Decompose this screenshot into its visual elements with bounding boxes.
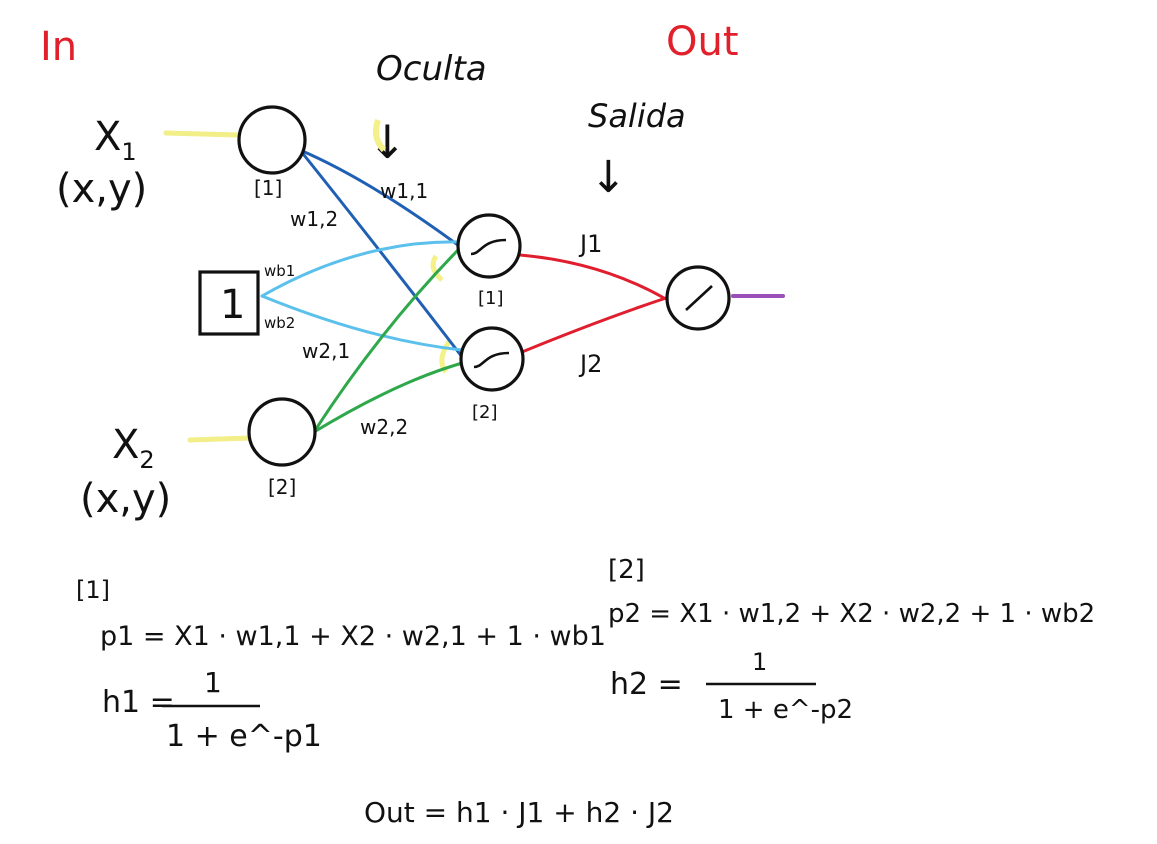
weight-label-w12: w1,2 [290, 207, 338, 231]
weight-label-j2: J2 [578, 350, 602, 378]
edge-wb2 [260, 294, 464, 352]
h2-numerator: 1 [752, 648, 767, 676]
highlight-mark-arrow [373, 119, 387, 153]
output-header: Out [666, 19, 739, 65]
output-arrow: ↓ [590, 152, 627, 203]
weight-label-j1: J1 [578, 230, 602, 258]
weight-label-w22: w2,2 [360, 415, 408, 439]
edge-w12 [298, 148, 468, 364]
weight-label-w21: w2,1 [302, 339, 350, 363]
edge-w22 [312, 360, 468, 434]
h1-denominator: 1 + e^-p1 [166, 719, 322, 754]
x1-index: [1] [254, 176, 282, 200]
edge-j1 [518, 253, 666, 300]
edge-w21 [312, 248, 460, 434]
bias-value: 1 [220, 282, 245, 328]
h2-index: [2] [472, 402, 498, 423]
hidden-node-2 [459, 326, 525, 392]
x1-input-line [163, 130, 241, 138]
h2-lhs: h2 = [610, 667, 683, 702]
output-sub-header: Salida [588, 97, 686, 135]
linear-icon [685, 285, 713, 311]
input-header: In [40, 24, 77, 70]
output-equation: Out = h1 · J1 + h2 · J2 [364, 796, 674, 829]
x2-label: X2 [112, 422, 155, 474]
edge-wb1 [260, 240, 462, 298]
hidden-node-1 [456, 213, 522, 279]
x2-coords: (x,y) [80, 476, 171, 522]
edge-w11 [298, 148, 464, 250]
sigmoid-icon [473, 351, 510, 369]
h1-index: [1] [478, 288, 504, 309]
x2-input-line [187, 435, 253, 443]
x2-index: [2] [268, 475, 296, 499]
sigmoid-icon [470, 238, 507, 256]
p1-equation: p1 = X1 · w1,1 + X2 · w2,1 + 1 · wb1 [100, 621, 606, 652]
weight-label-wb2: wb2 [264, 314, 295, 332]
hidden-header: Oculta [376, 49, 487, 89]
bias-node [198, 270, 260, 336]
h1-numerator: 1 [204, 666, 222, 699]
x1-label: X1 [94, 114, 137, 166]
input-node-x2 [247, 397, 317, 467]
hidden-arrow: ↓ [368, 115, 407, 169]
h2-denominator: 1 + e^-p2 [718, 695, 853, 725]
input-node-x1 [237, 105, 307, 175]
edge-j2 [520, 296, 668, 354]
x1-coords: (x,y) [56, 166, 147, 212]
weight-label-wb1: wb1 [264, 262, 295, 280]
h1-lhs: h1 = [102, 685, 175, 720]
neuron2-label: [2] [608, 555, 645, 585]
neuron1-label: [1] [76, 576, 110, 604]
p2-equation: p2 = X1 · w1,2 + X2 · w2,2 + 1 · wb2 [608, 599, 1095, 629]
highlight-mark-h1 [430, 254, 444, 282]
weight-label-w11: w1,1 [380, 179, 428, 203]
